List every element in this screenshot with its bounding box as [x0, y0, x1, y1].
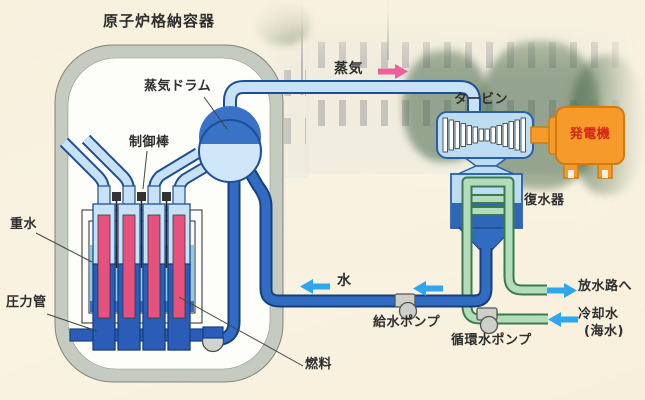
heavy-water-label: 重水 [10, 217, 38, 232]
circulating-pump-icon [476, 307, 499, 335]
control-rods-label: 制御棒 [129, 135, 170, 150]
steam-drum-label: 蒸気ドラム [144, 79, 212, 94]
condensate-pipe [259, 226, 493, 308]
steam-label: 蒸気 [334, 61, 363, 77]
turbine-blades [442, 117, 526, 153]
generator-label: 発電機 [569, 127, 611, 142]
discharge-label: 放水路へ [578, 279, 633, 294]
cooling-coil [461, 176, 548, 325]
control-rods-icon [115, 198, 168, 268]
fuel-rods [97, 214, 186, 319]
control-rod-heads [112, 192, 171, 201]
reactor-pump-icon [201, 326, 225, 353]
leader-lines [35, 96, 304, 367]
cooling-intake-flow-arrow [548, 312, 578, 327]
water-flow-arrow [300, 279, 330, 294]
circulating-pump-label: 循環水ポンプ [451, 333, 532, 348]
cooling-water-source-label: (海水) [584, 324, 624, 339]
feedwater-pump-icon [394, 293, 418, 321]
steam-flow-arrow [378, 64, 408, 79]
discharge-flow-arrow [547, 283, 577, 298]
fuel-label: 燃料 [305, 357, 333, 372]
feedwater-drum-stub [241, 163, 273, 237]
generator-feet-notch [568, 170, 608, 178]
water-label: 水 [337, 273, 352, 289]
turbine-label: タービン [454, 92, 509, 107]
containment-label: 原子炉格納容器 [103, 12, 216, 30]
feedwater-pump-label: 給水ポンプ [373, 315, 441, 330]
generator [530, 106, 625, 179]
steam-pipe [223, 80, 481, 130]
condenser-label: 復水器 [524, 193, 565, 208]
cooling-water-label: 冷却水 [578, 307, 619, 322]
turbine [436, 111, 534, 175]
feedwater-flow-arrow [413, 281, 443, 296]
pressure-tube-label: 圧力管 [6, 295, 47, 310]
steam-drum [198, 106, 262, 183]
